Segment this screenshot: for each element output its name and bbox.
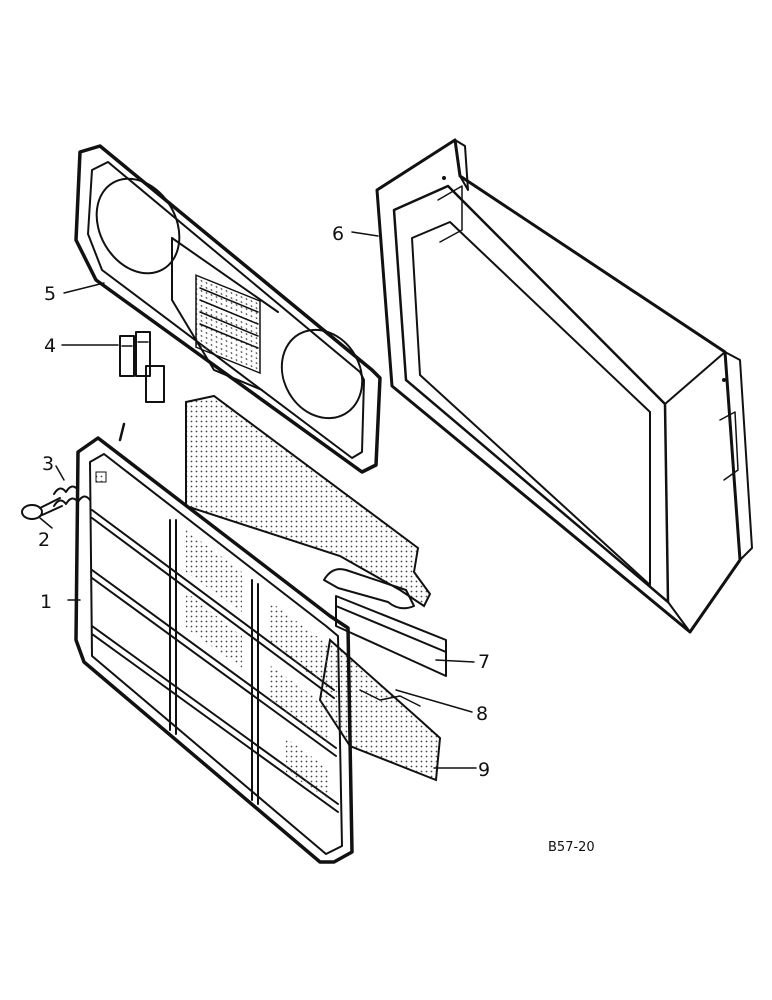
leader-lines xyxy=(39,231,477,769)
callout-4: 4 xyxy=(44,335,56,357)
callout-8: 8 xyxy=(476,703,488,725)
part-2-bolt xyxy=(21,497,63,520)
part-7-strip xyxy=(335,595,447,677)
part-4-clips xyxy=(119,331,165,403)
callout-9: 9 xyxy=(478,759,490,781)
callout-7: 7 xyxy=(478,651,490,673)
figure-code: B57-20 xyxy=(548,840,595,855)
part-5-upper-panel xyxy=(74,144,382,474)
callout-5: 5 xyxy=(44,283,56,305)
callout-2: 2 xyxy=(38,529,50,551)
part-1-front-grille xyxy=(74,436,354,864)
part-6-rear-frame xyxy=(375,138,753,634)
pin xyxy=(118,422,126,442)
callout-3: 3 xyxy=(42,453,54,475)
callout-6: 6 xyxy=(332,223,344,245)
part-8-seal xyxy=(359,689,421,707)
part-3-spring xyxy=(53,485,91,507)
callout-1: 1 xyxy=(40,591,52,613)
